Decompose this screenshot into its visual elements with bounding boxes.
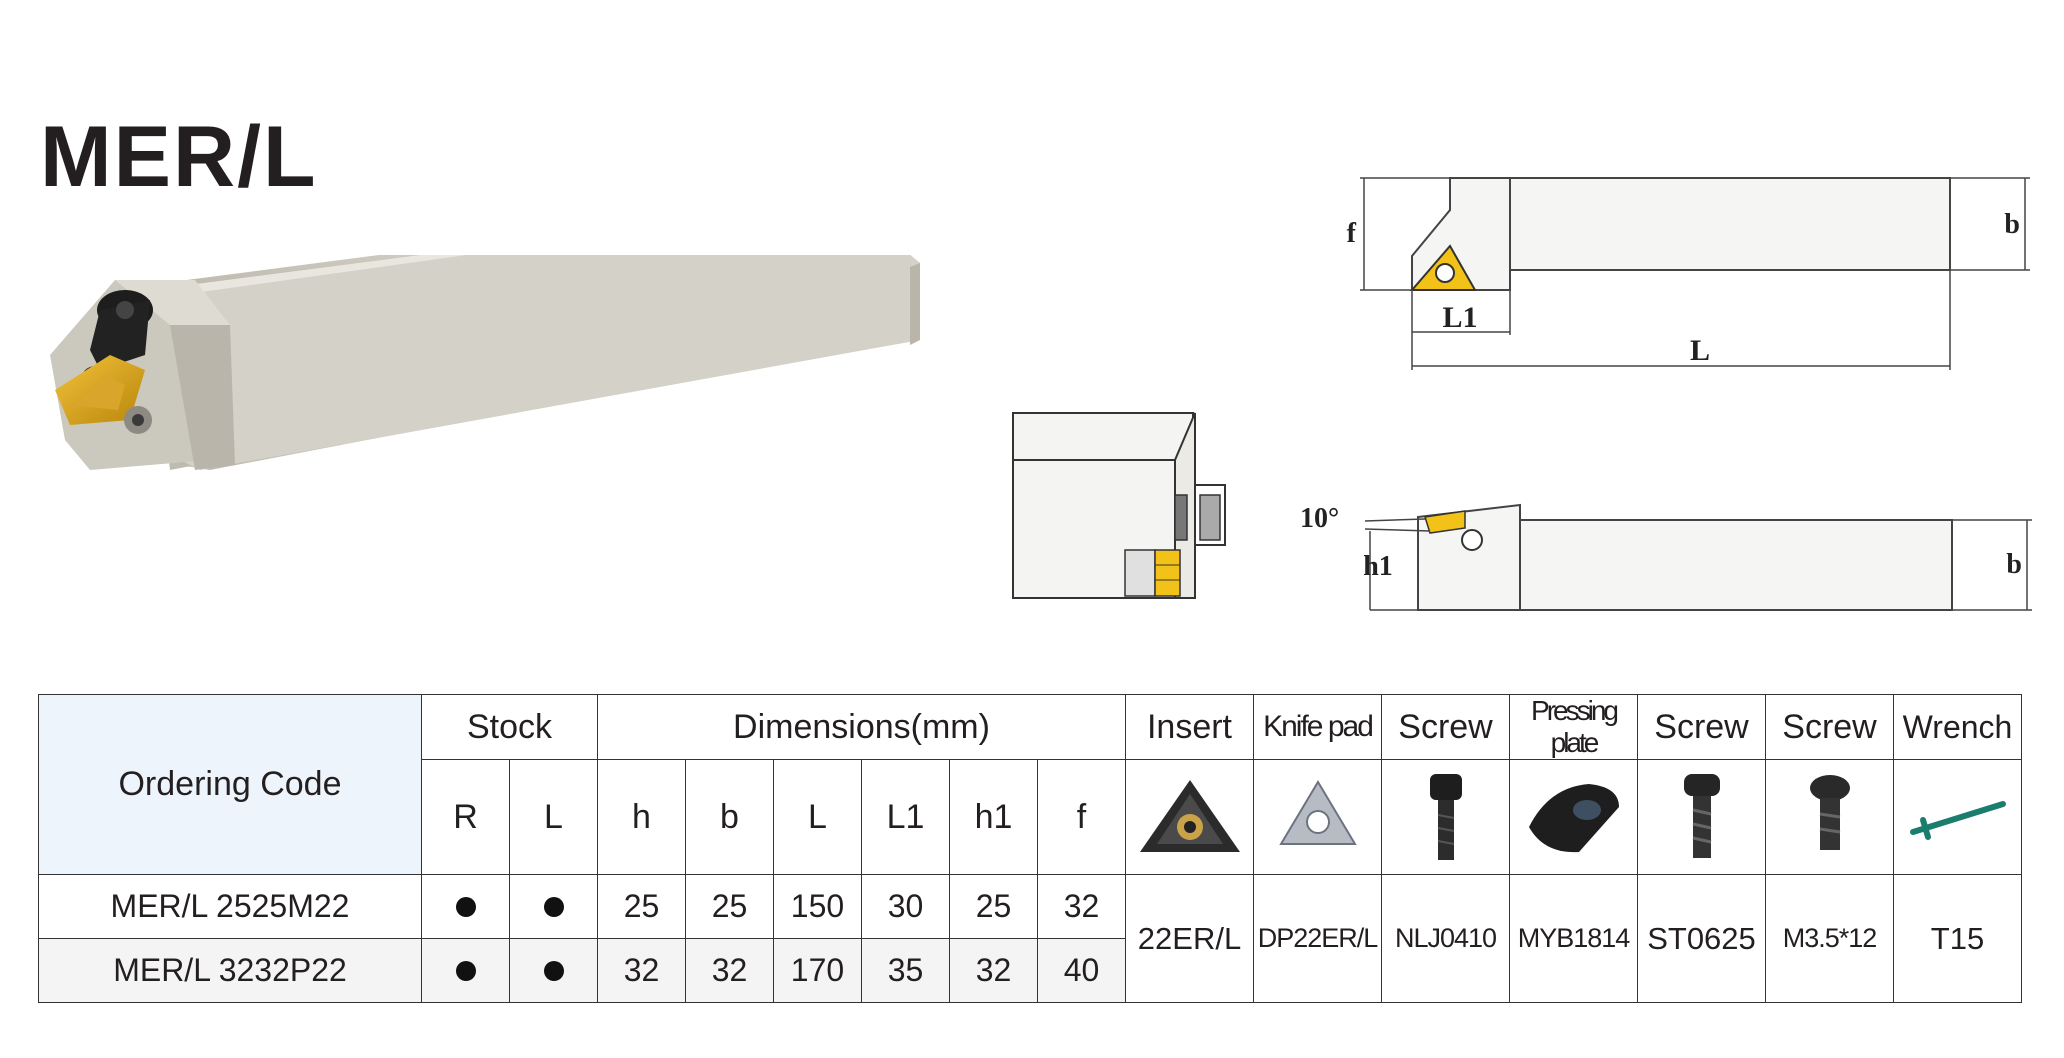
stock-l-header: L: [509, 759, 598, 875]
page-title: MER/L: [40, 109, 318, 205]
stock-dot: [455, 896, 476, 917]
pressing-plate-icon: [1509, 759, 1638, 875]
dim-length-header: L: [773, 759, 862, 875]
ordering-code-cell: MER/L 3232P22: [38, 938, 422, 1003]
dim-cell: 32: [949, 938, 1038, 1003]
screw-header-1: Screw: [1381, 694, 1510, 760]
dimensions-header: Dimensions(mm): [597, 694, 1126, 760]
stock-l-cell: [509, 938, 598, 1003]
ordering-code-cell: MER/L 2525M22: [38, 874, 422, 939]
knife-pad-code: DP22ER/L: [1253, 874, 1382, 1003]
wrench-icon: [1893, 759, 2022, 875]
specification-table: Ordering Code Stock Dimensions(mm) Inser…: [38, 694, 2022, 1003]
end-view-diagram: [1012, 412, 1226, 599]
dim-cell: 32: [685, 938, 774, 1003]
table-header-row: Ordering Code Stock Dimensions(mm) Inser…: [38, 694, 2022, 875]
table-row: MER/L 3232P22 32 32 170 35 32 40: [38, 938, 2022, 1003]
stock-r-cell: [421, 874, 510, 939]
dim-cell: 32: [1037, 874, 1126, 939]
insert-header: Insert: [1125, 694, 1254, 760]
stock-dot: [455, 960, 476, 981]
dim-cell: 40: [1037, 938, 1126, 1003]
dim-label-b-side: b: [2006, 549, 2022, 580]
dim-l1-header: L1: [861, 759, 950, 875]
top-view-diagram: f b L1 L: [1347, 177, 2030, 370]
side-view-diagram: 10° h1 b: [1300, 503, 2032, 611]
knife-pad-header: Knife pad: [1253, 694, 1382, 760]
screw-code-2: ST0625: [1637, 874, 1766, 1003]
wrench-header: Wrench: [1893, 694, 2022, 760]
stock-dot: [543, 896, 564, 917]
screw-code-1: NLJ0410: [1381, 874, 1510, 1003]
dim-cell: 35: [861, 938, 950, 1003]
dim-f-header: f: [1037, 759, 1126, 875]
dim-label-f: f: [1347, 218, 1357, 249]
dim-cell: 25: [685, 874, 774, 939]
insert-code: 22ER/L: [1125, 874, 1254, 1003]
dim-cell: 30: [861, 874, 950, 939]
table-row: MER/L 2525M22 25 25 150 30 25 32 22ER/L …: [38, 874, 2022, 1003]
screw-icon-3: [1765, 759, 1894, 875]
stock-r-cell: [421, 938, 510, 1003]
wrench-code: T15: [1893, 874, 2022, 1003]
screw-code-3: M3.5*12: [1765, 874, 1894, 1003]
dim-cell: 150: [773, 874, 862, 939]
screw-header-3: Screw: [1765, 694, 1894, 760]
pressing-plate-header: Pressing plate: [1509, 694, 1638, 760]
dim-cell: 170: [773, 938, 862, 1003]
stock-header: Stock: [421, 694, 598, 760]
dim-b-header: b: [685, 759, 774, 875]
knife-pad-icon: [1253, 759, 1382, 875]
screw-icon: [1381, 759, 1510, 875]
dim-cell: 32: [597, 938, 686, 1003]
pressing-plate-code: MYB1814: [1509, 874, 1638, 1003]
dim-label-length: L: [1690, 334, 1710, 367]
dim-label-h1: h1: [1363, 551, 1393, 582]
angle-label: 10°: [1300, 503, 1339, 534]
insert-icon: [1125, 759, 1254, 875]
stock-l-cell: [509, 874, 598, 939]
screw-icon-2: [1637, 759, 1766, 875]
stock-r-header: R: [421, 759, 510, 875]
tool-holder-photo: [50, 255, 920, 470]
dim-cell: 25: [949, 874, 1038, 939]
stock-dot: [543, 960, 564, 981]
ordering-code-header: Ordering Code: [38, 694, 422, 875]
dim-label-l1: L1: [1442, 301, 1477, 334]
dim-h1-header: h1: [949, 759, 1038, 875]
dim-label-b-top: b: [2004, 209, 2020, 240]
dim-h-header: h: [597, 759, 686, 875]
dim-cell: 25: [597, 874, 686, 939]
screw-header-2: Screw: [1637, 694, 1766, 760]
